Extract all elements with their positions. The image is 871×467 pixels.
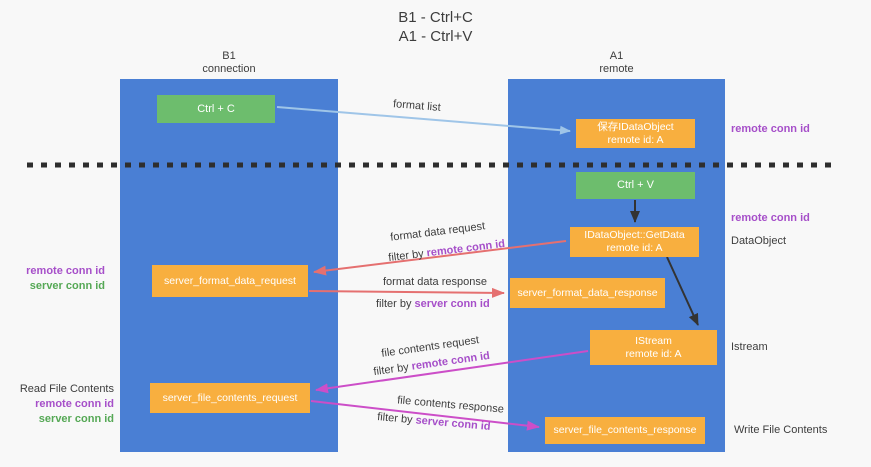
getdata-line2: remote id: A xyxy=(606,242,663,254)
istream-line2: remote id: A xyxy=(625,347,682,360)
lane-b1-name: B1 xyxy=(222,50,236,62)
lane-a1-role: remote xyxy=(599,63,634,75)
server-format-data-request-label: server_format_data_request xyxy=(164,274,296,287)
lane-header-b1: B1 connection xyxy=(120,50,338,76)
format-data-response-filter: filter by server conn id xyxy=(376,297,490,311)
server-format-data-response-box: server_format_data_response xyxy=(510,278,665,308)
filter-prefix: filter by xyxy=(376,298,415,310)
filter-key: server conn id xyxy=(414,298,490,310)
arrow-format-data-response xyxy=(308,287,505,298)
remote-conn-id-annotation-top: remote conn id xyxy=(731,123,810,135)
ctrl-c-label: Ctrl + C xyxy=(197,102,235,115)
lane-header-a1: A1 remote xyxy=(508,50,725,76)
remote-conn-id-annotation-mid: remote conn id xyxy=(731,212,810,224)
write-file-contents-annotation: Write File Contents xyxy=(734,424,828,436)
server-file-contents-response-label: server_file_contents_response xyxy=(553,424,697,436)
server-file-contents-request-box: server_file_contents_request xyxy=(150,383,310,413)
save-dataobject-box: 保存IDataObject remote id: A xyxy=(576,119,695,148)
ctrl-c-box: Ctrl + C xyxy=(157,95,275,123)
title-line-1: B1 - Ctrl+C xyxy=(398,9,473,26)
left-conn-id-pair-bottom: Read File Contents remote conn id server… xyxy=(20,382,114,427)
arrow-file-contents-response xyxy=(310,400,540,431)
ctrl-v-label: Ctrl + V xyxy=(617,179,654,191)
remote-conn-id-left-1: remote conn id xyxy=(26,265,105,277)
save-dataobject-line1: 保存IDataObject xyxy=(597,120,674,133)
arrow-format-list xyxy=(276,106,571,135)
save-dataobject-line2: remote id: A xyxy=(607,133,664,146)
arrow-getdata-to-istream xyxy=(666,256,699,326)
ctrl-v-box: Ctrl + V xyxy=(576,172,695,199)
istream-annotation: Istream xyxy=(731,341,768,353)
istream-box: IStream remote id: A xyxy=(590,330,717,365)
server-format-data-request-box: server_format_data_request xyxy=(152,265,308,297)
read-file-contents-annotation: Read File Contents xyxy=(19,383,114,395)
format-data-response-label: format data response xyxy=(383,276,487,288)
getdata-line1: IDataObject::GetData xyxy=(584,229,685,241)
server-file-contents-response-box: server_file_contents_response xyxy=(545,417,705,444)
server-file-contents-request-label: server_file_contents_request xyxy=(162,391,298,404)
left-conn-id-pair-top: remote conn id server conn id xyxy=(26,264,105,294)
diagram-title: B1 - Ctrl+C A1 - Ctrl+V xyxy=(0,8,871,46)
lane-a1-name: A1 xyxy=(609,50,624,62)
server-conn-id-left-2: server conn id xyxy=(38,413,114,425)
server-format-data-response-label: server_format_data_response xyxy=(517,286,658,299)
arrow-format-data-request xyxy=(313,240,567,276)
filter-prefix: filter by xyxy=(376,411,417,427)
arrow-file-contents-request xyxy=(315,350,589,394)
remote-conn-id-left-2: remote conn id xyxy=(35,398,114,410)
istream-line1: IStream xyxy=(635,334,672,347)
server-conn-id-left-1: server conn id xyxy=(29,280,105,292)
title-line-2: A1 - Ctrl+V xyxy=(398,28,473,45)
dataobject-annotation: DataObject xyxy=(731,235,787,247)
lane-b1-role: connection xyxy=(202,63,256,75)
getdata-box: IDataObject::GetData remote id: A xyxy=(570,227,699,257)
